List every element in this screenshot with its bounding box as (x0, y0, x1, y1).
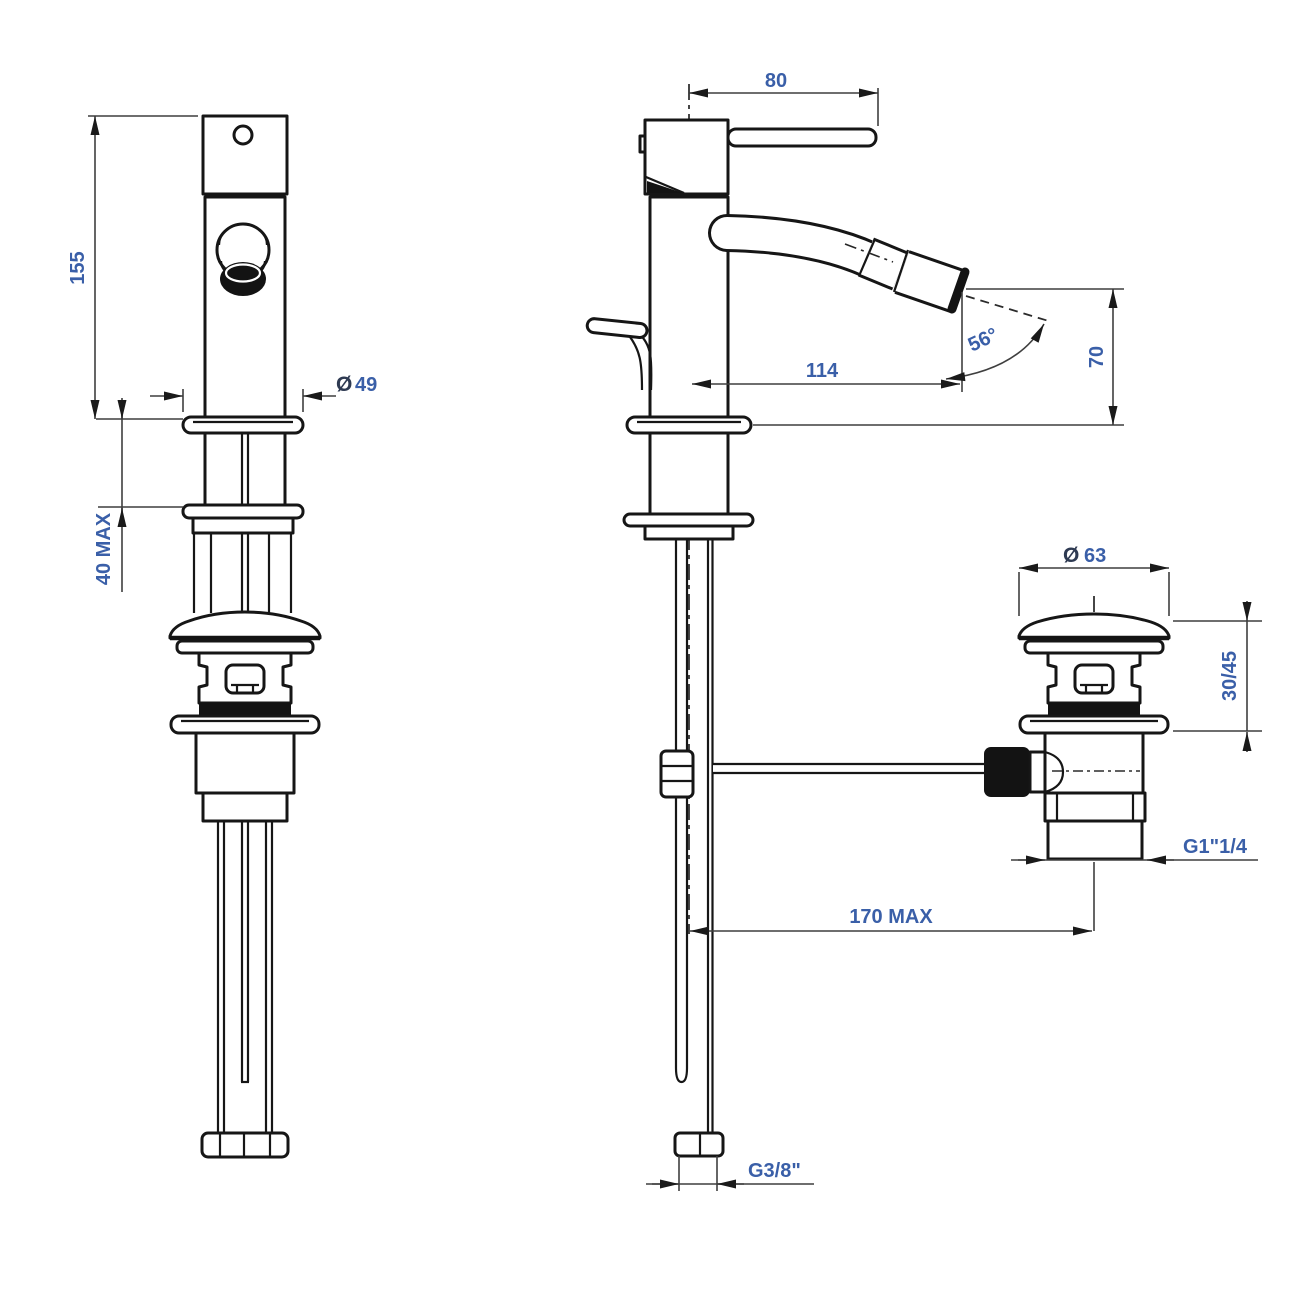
escutcheon-side (625, 415, 753, 435)
base-diameter-symbol: Ø (336, 373, 352, 396)
spout (708, 214, 1053, 323)
hose-clamp (659, 749, 695, 799)
waste-cap-ring-side (1023, 639, 1165, 655)
shank-column-side (648, 431, 730, 516)
dim-supply-thread: G3/8" (646, 1156, 814, 1191)
waste-slot-side (1073, 663, 1115, 695)
supply-hose-side (674, 539, 689, 1084)
waste-lower-body-front (194, 731, 296, 795)
waste-cap-front (168, 610, 322, 640)
supply-tubes-lower-front (216, 821, 274, 1133)
spout-height-label: 70 (1086, 346, 1108, 368)
waste-thread-upper (1043, 791, 1147, 823)
front-view: 155 Ø 49 (67, 114, 377, 1159)
popup-lever (585, 317, 653, 391)
spout-reach-label: 114 (806, 360, 839, 382)
waste-flange-front (169, 714, 321, 735)
waste-height-label: 30/45 (1219, 651, 1241, 701)
spout-angle-label: 56° (965, 324, 1002, 357)
mounting-flange-front (181, 503, 305, 520)
waste-thread-label: G1"1/4 (1183, 836, 1248, 858)
popup-rod-side (706, 539, 714, 1133)
waste-parts-side (984, 612, 1171, 861)
base-diameter-label: 49 (355, 374, 377, 396)
shank-column-front (203, 431, 287, 507)
dim-base-diameter: Ø 49 (150, 373, 377, 412)
dim-waste-cap-diameter: Ø 63 (1018, 544, 1170, 616)
handle-reach-label: 80 (765, 70, 787, 92)
mounting-plate-side (643, 524, 735, 541)
waste-slot-front (224, 663, 266, 695)
waste-step-front (201, 791, 289, 823)
dim-waste-thread: G1"1/4 (1011, 836, 1258, 865)
waste-cap-diameter-symbol: Ø (1063, 544, 1079, 567)
popup-waste-side-view: Ø 63 (984, 544, 1262, 865)
deck-max-label: 40 MAX (93, 512, 115, 585)
handle-lever (726, 127, 878, 148)
dim-spout-reach: 114 (692, 292, 963, 392)
mounting-flange-side (622, 512, 755, 528)
mixer-knob-front (215, 222, 271, 296)
dim-spout-height: 70 (753, 288, 1124, 426)
rod-knob-ring (1028, 750, 1047, 794)
popup-waste-front (168, 610, 322, 823)
popup-horizontal-rod (712, 762, 985, 775)
dim-deck-max: 40 MAX (93, 398, 183, 592)
escutcheon-front (181, 415, 305, 435)
jet-axis-dashed (965, 295, 1053, 323)
waste-cap-side (1017, 612, 1171, 640)
waste-cap-diameter-label: 63 (1084, 545, 1106, 567)
waste-gasket-front (199, 703, 291, 716)
mounting-plate-front (191, 516, 295, 535)
waste-flange-side (1018, 714, 1170, 735)
handle-wedge (647, 181, 683, 193)
dim-hose-reach: 170 MAX (690, 862, 1095, 936)
waste-cap-ring-front (175, 639, 315, 655)
dim-waste-height: 30/45 (1173, 601, 1262, 752)
dim-handle-reach: 80 (689, 70, 879, 126)
supply-hoses-front (192, 533, 293, 616)
handle-top-hole (232, 124, 254, 146)
waste-thread-lower (1046, 819, 1144, 861)
dim-overall-height: 155 (67, 115, 198, 420)
handle-block-side (643, 118, 730, 196)
cartridge-pin (638, 134, 647, 154)
hex-nut-front (200, 1131, 290, 1159)
hex-nut-side (673, 1131, 725, 1158)
dim-spout-angle: 56° (945, 323, 1045, 382)
overall-height-label: 155 (67, 251, 89, 284)
supply-thread-label: G3/8" (748, 1160, 801, 1182)
hose-reach-label: 170 MAX (849, 906, 933, 928)
side-view: 80 (585, 70, 1124, 1191)
waste-gasket-side (1048, 703, 1140, 716)
rod-knob (984, 747, 1030, 797)
aerator-tip-face (947, 267, 970, 314)
